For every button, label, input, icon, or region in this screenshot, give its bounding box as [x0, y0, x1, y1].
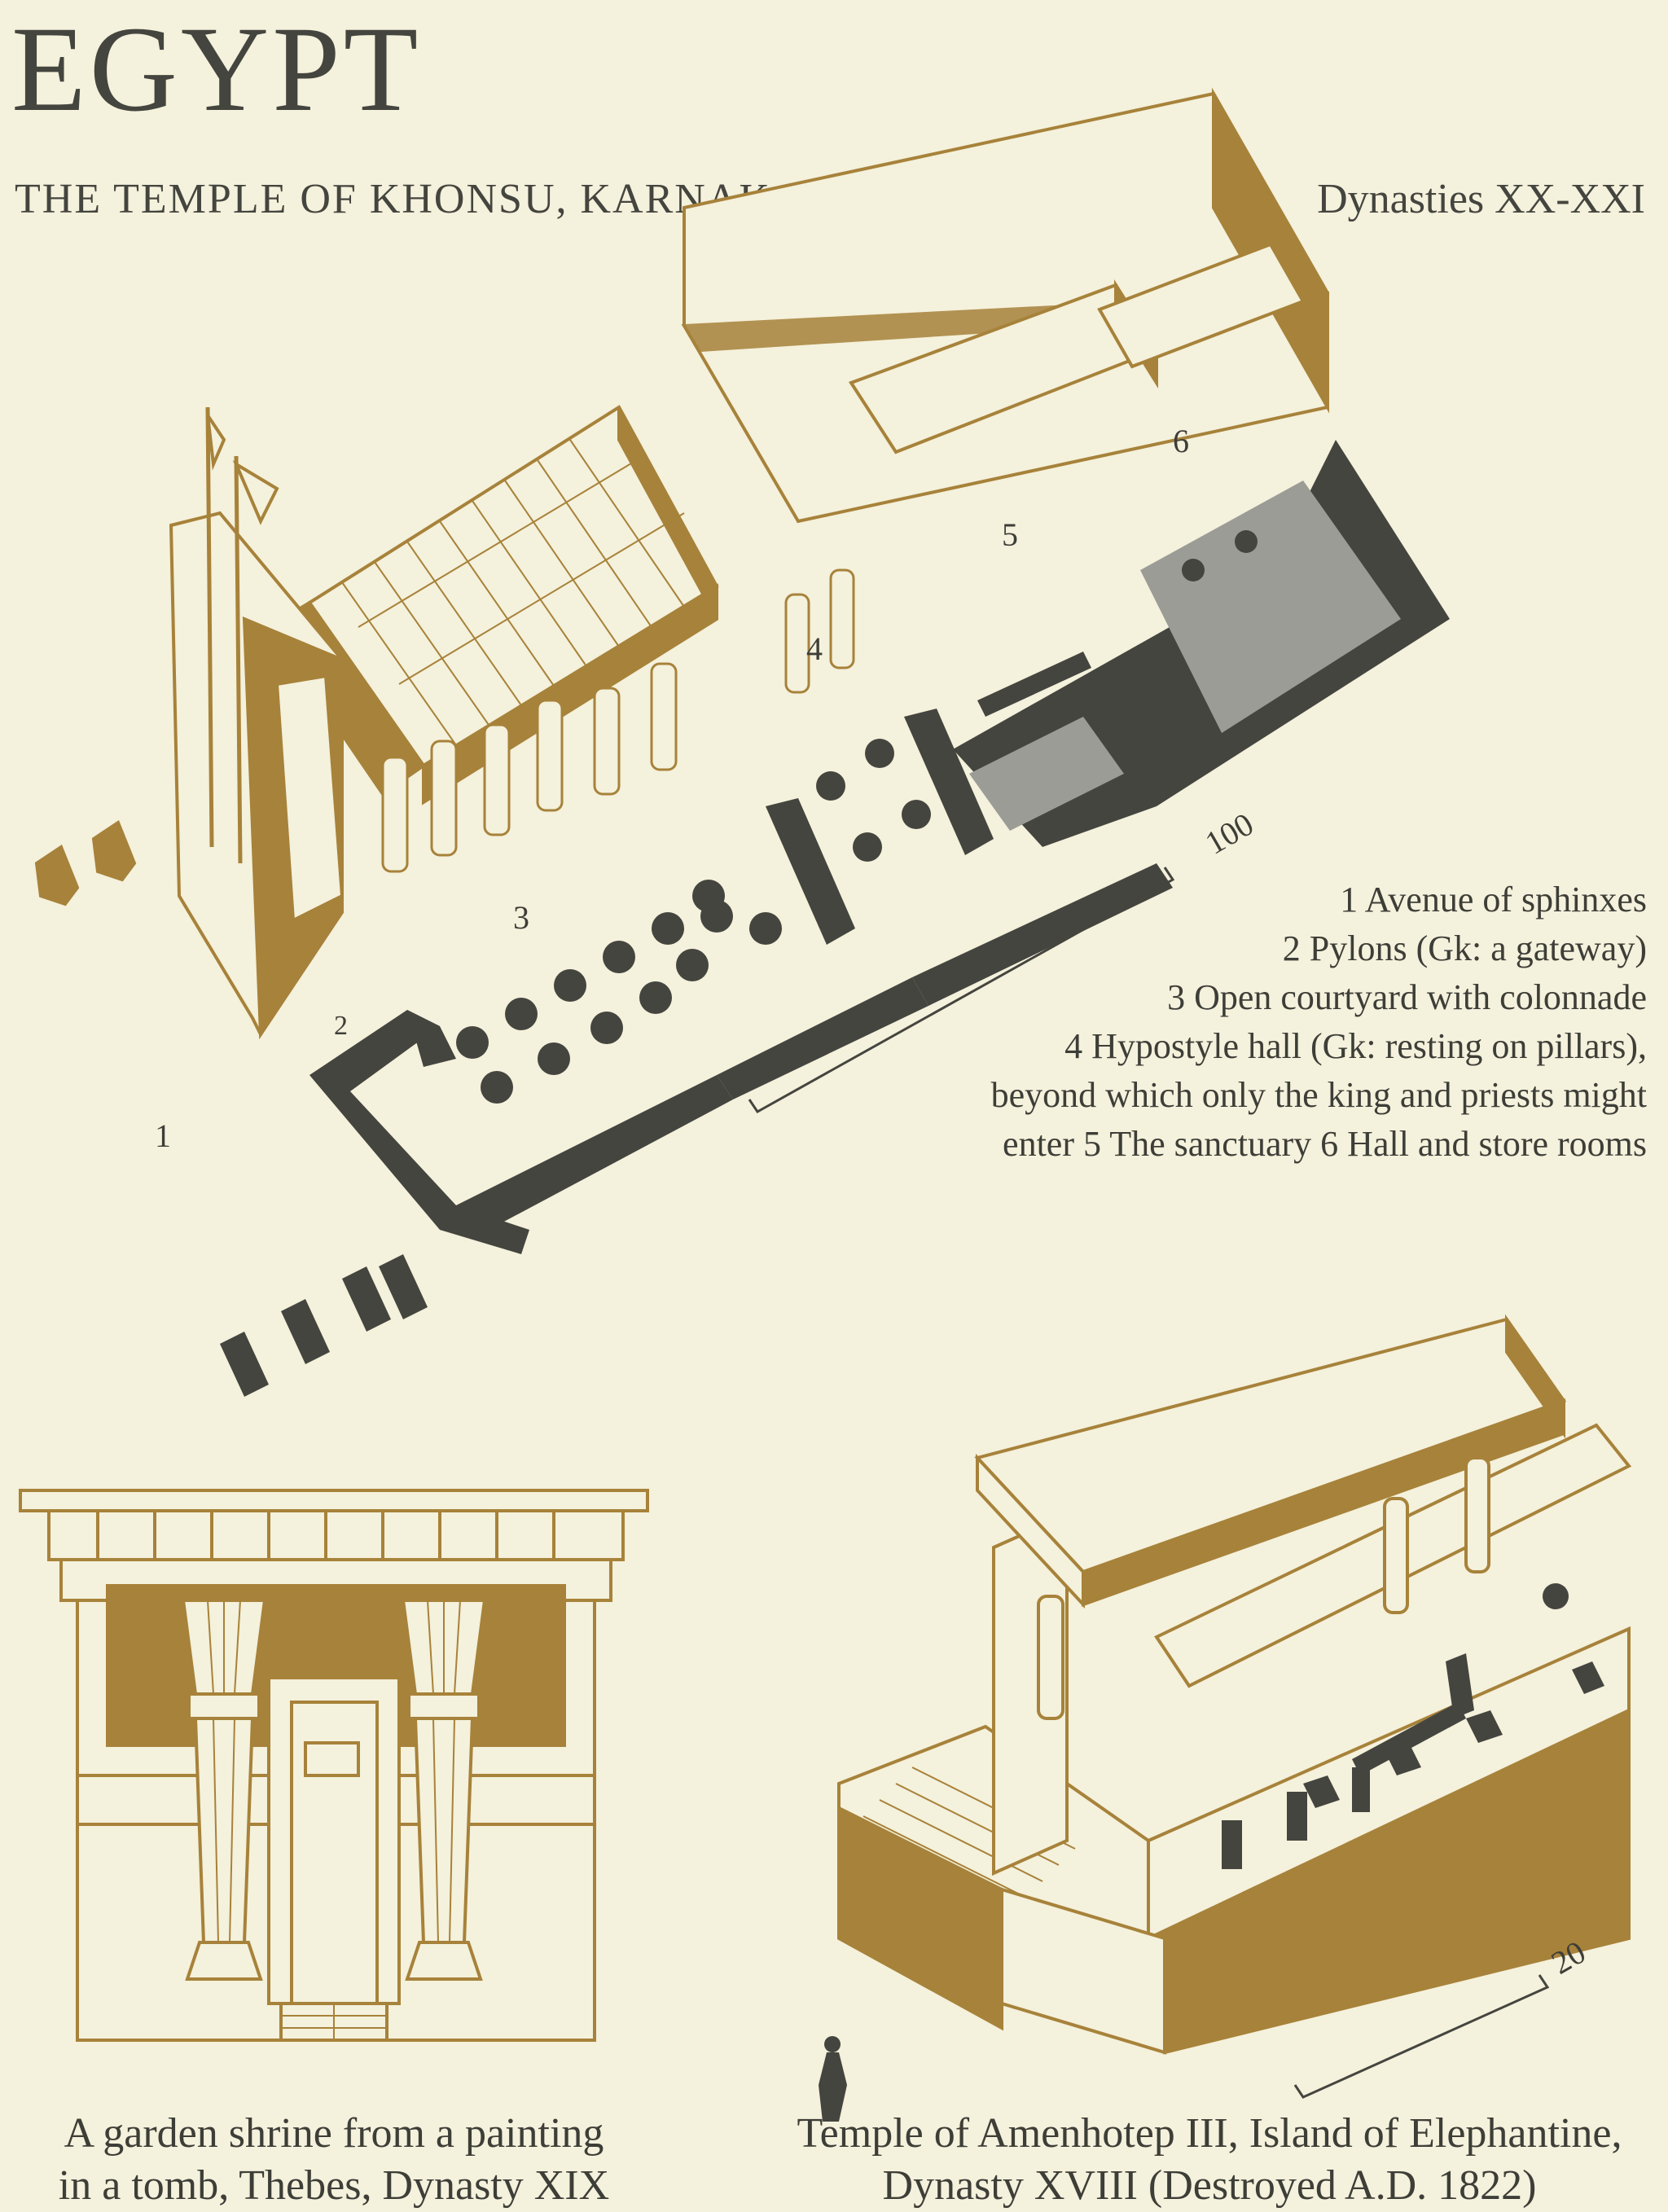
- legend-item: 3 Open courtyard with colonnade: [1167, 977, 1647, 1017]
- amenhotep-caption-line: Dynasty XVIII (Destroyed A.D. 1822): [882, 2162, 1537, 2209]
- khonsu-label-4: 4: [806, 630, 823, 667]
- shrine-caption-line: in a tomb, Thebes, Dynasty XIX: [58, 2162, 610, 2209]
- khonsu-label-1: 1: [155, 1117, 171, 1154]
- khonsu-label-2: 2: [334, 1011, 348, 1041]
- legend-item: beyond which only the king and priests m…: [990, 1075, 1647, 1115]
- khonsu-temple-drawing: [34, 87, 1329, 1040]
- khonsu-label-6: 6: [1173, 423, 1189, 459]
- amenhotep-caption-line: Temple of Amenhotep III, Island of Eleph…: [797, 2110, 1622, 2157]
- garden-shrine-drawing: [19, 1489, 649, 2042]
- khonsu-label-3: 3: [513, 899, 529, 936]
- legend-item: 4 Hypostyle hall (Gk: resting on pillars…: [1064, 1026, 1647, 1066]
- legend-item: enter 5 The sanctuary 6 Hall and store r…: [1003, 1124, 1647, 1164]
- khonsu-plan: [220, 440, 1450, 1397]
- amenhotep-temple-drawing: [819, 1314, 1632, 2122]
- legend-item: 1 Avenue of sphinxes: [1340, 880, 1647, 919]
- khonsu-legend: 1 Avenue of sphinxes 2 Pylons (Gk: a gat…: [751, 876, 1647, 1169]
- temple-title: THE TEMPLE OF KHONSU, KARNAK: [15, 176, 771, 222]
- legend-item: 2 Pylons (Gk: a gateway): [1282, 928, 1647, 968]
- page-title: EGYPT: [11, 2, 422, 137]
- amenhotep-caption: Temple of Amenhotep III, Island of Eleph…: [757, 2108, 1661, 2212]
- dynasty-label: Dynasties XX-XXI: [1317, 176, 1645, 222]
- khonsu-label-5: 5: [1002, 516, 1018, 553]
- shrine-caption-line: A garden shrine from a painting: [64, 2110, 604, 2157]
- shrine-caption: A garden shrine from a painting in a tom…: [24, 2108, 643, 2212]
